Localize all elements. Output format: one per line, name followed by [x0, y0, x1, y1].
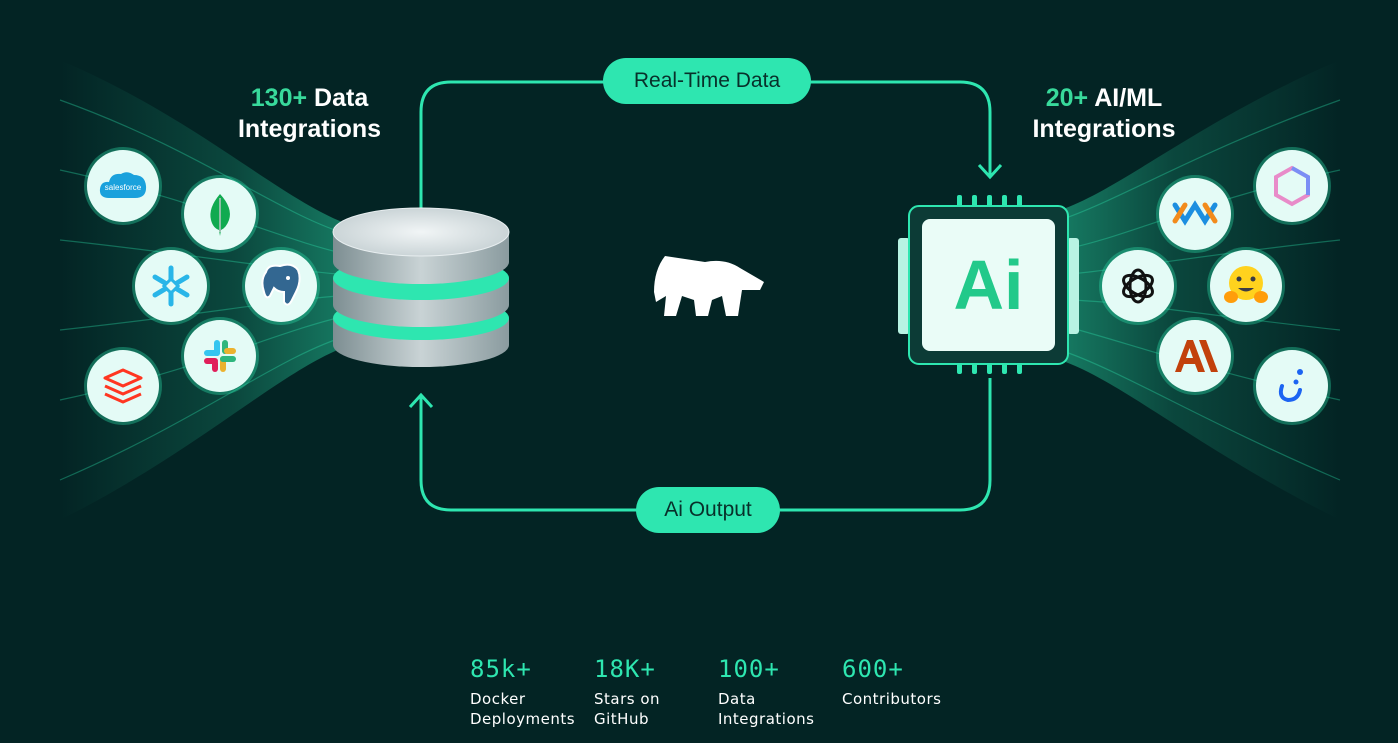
- ai-output-pill: Ai Output: [636, 487, 780, 533]
- salesforce-logo: salesforce: [87, 150, 159, 222]
- right-heading-count: 20+: [1045, 84, 1089, 112]
- huggingface-logo: [1210, 250, 1282, 322]
- top-arrowhead: [977, 163, 1003, 180]
- snowflake-icon: [152, 265, 190, 307]
- stat-integrations: 100+ Data Integrations: [718, 655, 842, 729]
- slack-icon: [204, 340, 236, 372]
- polar-bear-logo-icon: [654, 256, 764, 316]
- stat-value: 100+: [718, 655, 780, 683]
- left-heading-count: 130+: [250, 84, 308, 112]
- stat-label: Contributors: [842, 690, 942, 708]
- stat-value: 85k+: [470, 655, 532, 683]
- openai-icon: [1122, 268, 1154, 304]
- ai-chip-icon: [898, 195, 1079, 374]
- right-heading: 20+ AI/ML Integrations: [1014, 83, 1194, 145]
- salesforce-icon: salesforce: [99, 172, 147, 198]
- right-heading-line2: Integrations: [1032, 115, 1176, 143]
- openai-logo: [1102, 250, 1174, 322]
- stat-github: 18K+ Stars on GitHub: [594, 655, 718, 729]
- stat-label: Stars on GitHub: [594, 690, 661, 728]
- stat-value: 18K+: [594, 655, 656, 683]
- hexagon-logo: [1256, 150, 1328, 222]
- stat-label: Docker Deployments: [470, 690, 576, 728]
- stats-row: 85k+ Docker Deployments 18K+ Stars on Gi…: [470, 655, 966, 729]
- databricks-logo: [87, 350, 159, 422]
- stat-value: 600+: [842, 655, 904, 683]
- slack-logo: [184, 320, 256, 392]
- left-heading: 130+ Data Integrations: [222, 83, 397, 145]
- postgresql-icon: [261, 263, 301, 306]
- database-icon: [332, 207, 510, 367]
- stat-label: Data Integrations: [718, 690, 815, 728]
- real-time-data-pill: Real-Time Data: [603, 58, 811, 104]
- mongodb-logo: [184, 178, 256, 250]
- snowflake-logo: [135, 250, 207, 322]
- salesforce-wordmark: salesforce: [105, 183, 142, 192]
- anthropic-logo: [1159, 320, 1231, 392]
- huggingface-icon: [1224, 266, 1268, 303]
- stat-docker: 85k+ Docker Deployments: [470, 655, 594, 729]
- anthropic-icon: [1175, 340, 1218, 372]
- langchain-logo: [1159, 178, 1231, 250]
- left-heading-line2: Integrations: [237, 115, 382, 143]
- pinecone-logo: [1256, 350, 1328, 422]
- hexagon-icon: [1274, 165, 1310, 207]
- postgresql-logo: [245, 250, 317, 322]
- pinecone-icon: [1278, 369, 1303, 403]
- left-heading-word: Data: [314, 84, 369, 112]
- mongodb-icon: [210, 194, 230, 236]
- bottom-arrowhead: [408, 392, 434, 409]
- right-heading-word: AI/ML: [1094, 84, 1163, 112]
- stat-contributors: 600+ Contributors: [842, 655, 966, 729]
- chip-label: Ai: [953, 246, 1024, 324]
- langchain-icon: [1172, 200, 1218, 226]
- databricks-icon: [103, 368, 143, 404]
